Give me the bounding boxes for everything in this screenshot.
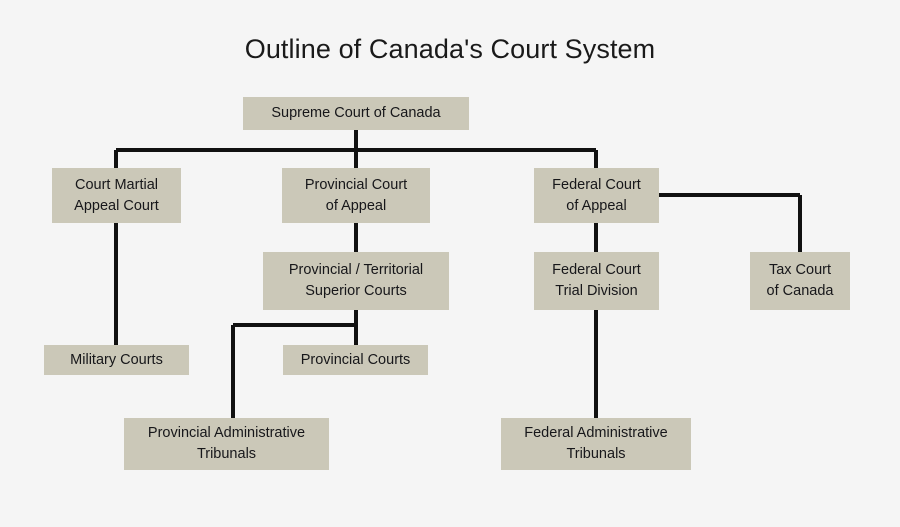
node-military-courts[interactable]: Military Courts bbox=[44, 345, 189, 375]
node-provincial-territorial-superior-courts[interactable]: Provincial / Territorial Superior Courts bbox=[263, 252, 449, 310]
node-label-federal-court-trial-division: Federal Court Trial Division bbox=[552, 262, 641, 299]
node-provincial-court-of-appeal[interactable]: Provincial Court of Appeal bbox=[282, 168, 430, 223]
node-label-tax-court-of-canada: Tax Court of Canada bbox=[766, 262, 834, 299]
node-court-martial-appeal-court[interactable]: Court Martial Appeal Court bbox=[52, 168, 181, 223]
node-label-military-courts: Military Courts bbox=[70, 351, 163, 368]
node-tax-court-of-canada[interactable]: Tax Court of Canada bbox=[750, 252, 850, 310]
node-federal-court-trial-division[interactable]: Federal Court Trial Division bbox=[534, 252, 659, 310]
node-label-provincial-territorial-superior-courts: Provincial / Territorial Superior Courts bbox=[288, 262, 424, 299]
node-provincial-administrative-tribunals[interactable]: Provincial Administrative Tribunals bbox=[124, 418, 329, 470]
node-label-federal-court-of-appeal: Federal Court of Appeal bbox=[552, 176, 641, 214]
node-federal-court-of-appeal[interactable]: Federal Court of Appeal bbox=[534, 168, 659, 223]
page-title: Outline of Canada's Court System bbox=[244, 34, 656, 64]
node-label-supreme-court-of-canada: Supreme Court of Canada bbox=[271, 105, 441, 122]
node-label-provincial-courts: Provincial Courts bbox=[300, 351, 411, 368]
node-label-federal-administrative-tribunals: Federal Administrative Tribunals bbox=[524, 425, 668, 462]
node-label-court-martial-appeal-court: Court Martial Appeal Court bbox=[74, 176, 159, 214]
node-provincial-courts[interactable]: Provincial Courts bbox=[283, 345, 428, 375]
node-label-provincial-court-of-appeal: Provincial Court of Appeal bbox=[304, 176, 408, 214]
node-federal-administrative-tribunals[interactable]: Federal Administrative Tribunals bbox=[501, 418, 691, 470]
node-supreme-court-of-canada[interactable]: Supreme Court of Canada bbox=[243, 97, 469, 130]
node-label-provincial-administrative-tribunals: Provincial Administrative Tribunals bbox=[147, 425, 306, 462]
